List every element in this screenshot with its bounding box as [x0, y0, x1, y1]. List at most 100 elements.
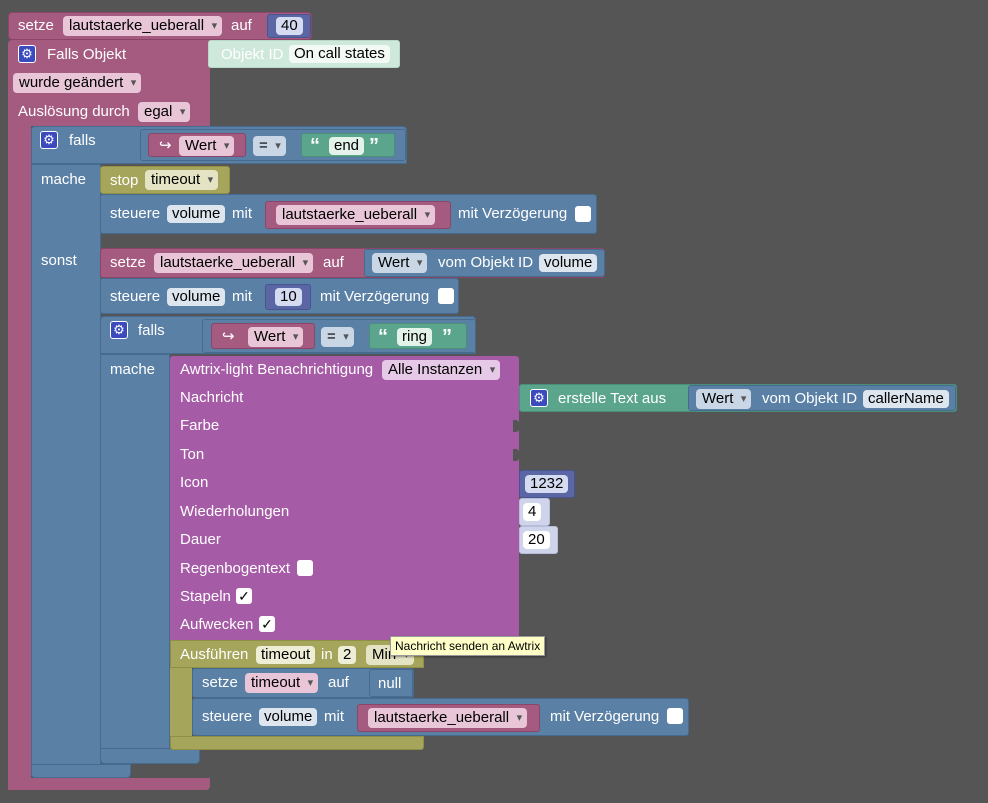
variable-getter[interactable]: ↪ Wert [211, 323, 315, 349]
wake-checkbox[interactable]: ✓ [259, 616, 275, 632]
open-quote-icon: “ [310, 135, 320, 157]
control-block[interactable]: steuere volume mit lautstaerke_ueberall … [192, 698, 689, 736]
do-label: mache [41, 171, 87, 188]
run-timer-block[interactable]: Ausführen timeout in 2 Min [170, 640, 424, 668]
compare-block[interactable]: ↪ Wert = “ ring ” [202, 319, 476, 353]
gear-icon[interactable]: ⚙ [110, 321, 128, 339]
delay-label: mit Verzögerung [320, 288, 430, 305]
set-timer-block[interactable]: setze timeout auf null [192, 668, 414, 698]
awtrix-notification-block[interactable]: Awtrix-light Benachrichtigung Alle Insta… [170, 356, 519, 640]
variable-dropdown[interactable]: Wert [248, 327, 304, 347]
gear-icon[interactable]: ⚙ [40, 131, 58, 149]
else-label: sonst [41, 252, 77, 269]
close-quote-icon: ” [369, 135, 379, 157]
object-id-field[interactable]: On call states [289, 45, 390, 63]
text-field[interactable]: end [329, 137, 365, 155]
control-target-field[interactable]: volume [167, 288, 226, 306]
object-id-field[interactable]: volume [539, 254, 598, 272]
object-id-block[interactable]: Objekt ID On call states [208, 40, 400, 68]
variable-getter[interactable]: ↪ Wert [148, 133, 246, 157]
text-literal-block[interactable]: “ end ” [301, 133, 395, 157]
with-label: mit [232, 288, 252, 305]
null-label: null [378, 675, 402, 692]
set-label: setze [18, 17, 54, 34]
awtrix-title: Awtrix-light Benachrichtigung [180, 361, 374, 378]
trigger-block-left-rail [8, 126, 31, 790]
repeat-number-block[interactable]: 4 [519, 498, 550, 526]
stop-timer-block[interactable]: stop timeout [100, 166, 230, 194]
instance-dropdown[interactable]: Alle Instanzen [382, 360, 501, 380]
delay-checkbox[interactable] [575, 206, 591, 222]
with-label: mit [232, 205, 252, 222]
control-target-field[interactable]: volume [259, 708, 318, 726]
in-label: in [321, 646, 333, 663]
timer-variable-dropdown[interactable]: timeout [245, 673, 319, 693]
create-text-block[interactable]: ⚙ erstelle Text aus Wert vom Objekt ID c… [519, 384, 957, 412]
set-label: setze [202, 674, 238, 691]
control-label: steuere [202, 708, 253, 725]
icon-number-field[interactable]: 1232 [525, 475, 569, 493]
row-repeat: Wiederholungen [180, 503, 290, 520]
control-block[interactable]: steuere volume mit lautstaerke_ueberall … [100, 194, 597, 234]
variable-dropdown[interactable]: lautstaerke_ueberall [63, 16, 223, 36]
duration-number-field[interactable]: 20 [523, 531, 550, 549]
number-block[interactable]: 40 [267, 14, 311, 38]
operator-dropdown[interactable]: = [253, 136, 286, 156]
row-message: Nachricht [180, 389, 244, 406]
control-block[interactable]: steuere volume mit 10 mit Verzögerung [100, 278, 459, 314]
timer-dropdown[interactable]: timeout [145, 170, 219, 190]
color-input-socket[interactable] [513, 420, 519, 432]
number-field[interactable]: 10 [275, 288, 302, 306]
row-stack: Stapeln [180, 588, 231, 605]
variable-dropdown[interactable]: lautstaerke_ueberall [154, 253, 314, 273]
if-label: falls [138, 322, 165, 339]
trigger-by-dropdown[interactable]: egal [138, 102, 191, 122]
stop-label: stop [110, 172, 139, 189]
row-duration: Dauer [180, 531, 221, 548]
run-timer-rail [170, 668, 192, 740]
get-value-block[interactable]: Wert vom Objekt ID volume [364, 249, 605, 277]
trigger-title: Falls Objekt [47, 46, 127, 63]
gear-icon[interactable]: ⚙ [530, 389, 548, 407]
object-id-field[interactable]: callerName [863, 390, 949, 408]
rainbow-checkbox[interactable] [297, 560, 313, 576]
duration-number-block[interactable]: 20 [519, 526, 558, 554]
get-value-block[interactable]: Wert vom Objekt ID callerName [688, 385, 956, 411]
run-timer-bottom [170, 736, 424, 750]
timer-value-field[interactable]: 2 [338, 646, 357, 664]
if-label: falls [69, 132, 96, 149]
to-label: auf [323, 254, 344, 271]
variable-getter[interactable]: lautstaerke_ueberall [265, 201, 451, 229]
number-block[interactable]: 10 [265, 284, 311, 310]
text-literal-block[interactable]: “ ring ” [369, 323, 467, 349]
control-target-field[interactable]: volume [167, 205, 226, 223]
row-rainbow: Regenbogentext [180, 560, 291, 577]
gear-icon[interactable]: ⚙ [18, 45, 36, 63]
arrow-icon: ↪ [222, 328, 235, 345]
delay-checkbox[interactable] [667, 708, 683, 724]
icon-number-block[interactable]: 1232 [519, 470, 575, 498]
set-variable-block[interactable]: setze lautstaerke_ueberall auf 40 [8, 12, 312, 40]
compare-block[interactable]: ↪ Wert = “ end ” [140, 129, 406, 161]
sound-input-socket[interactable] [513, 449, 519, 461]
timer-name-field[interactable]: timeout [256, 646, 316, 664]
value-dropdown[interactable]: Wert [696, 389, 752, 409]
null-block[interactable]: null [369, 669, 413, 697]
operator-dropdown[interactable]: = [321, 327, 354, 347]
delay-checkbox[interactable] [438, 288, 454, 304]
stack-checkbox[interactable]: ✓ [236, 588, 252, 604]
variable-dropdown[interactable]: lautstaerke_ueberall [368, 708, 528, 728]
changed-dropdown[interactable]: wurde geändert [13, 73, 142, 93]
do-label: mache [110, 361, 156, 378]
set-variable-block[interactable]: setze lautstaerke_ueberall auf Wert vom … [100, 248, 605, 278]
value-dropdown[interactable]: Wert [372, 253, 428, 273]
variable-dropdown[interactable]: Wert [179, 136, 235, 156]
with-label: mit [324, 708, 344, 725]
variable-dropdown[interactable]: lautstaerke_ueberall [276, 205, 436, 225]
repeat-number-field[interactable]: 4 [523, 503, 542, 521]
number-field[interactable]: 40 [276, 17, 303, 35]
text-field[interactable]: ring [397, 328, 433, 346]
object-id-label: Objekt ID [221, 46, 284, 63]
variable-getter[interactable]: lautstaerke_ueberall [357, 704, 540, 732]
if-block-bottom [31, 764, 131, 778]
